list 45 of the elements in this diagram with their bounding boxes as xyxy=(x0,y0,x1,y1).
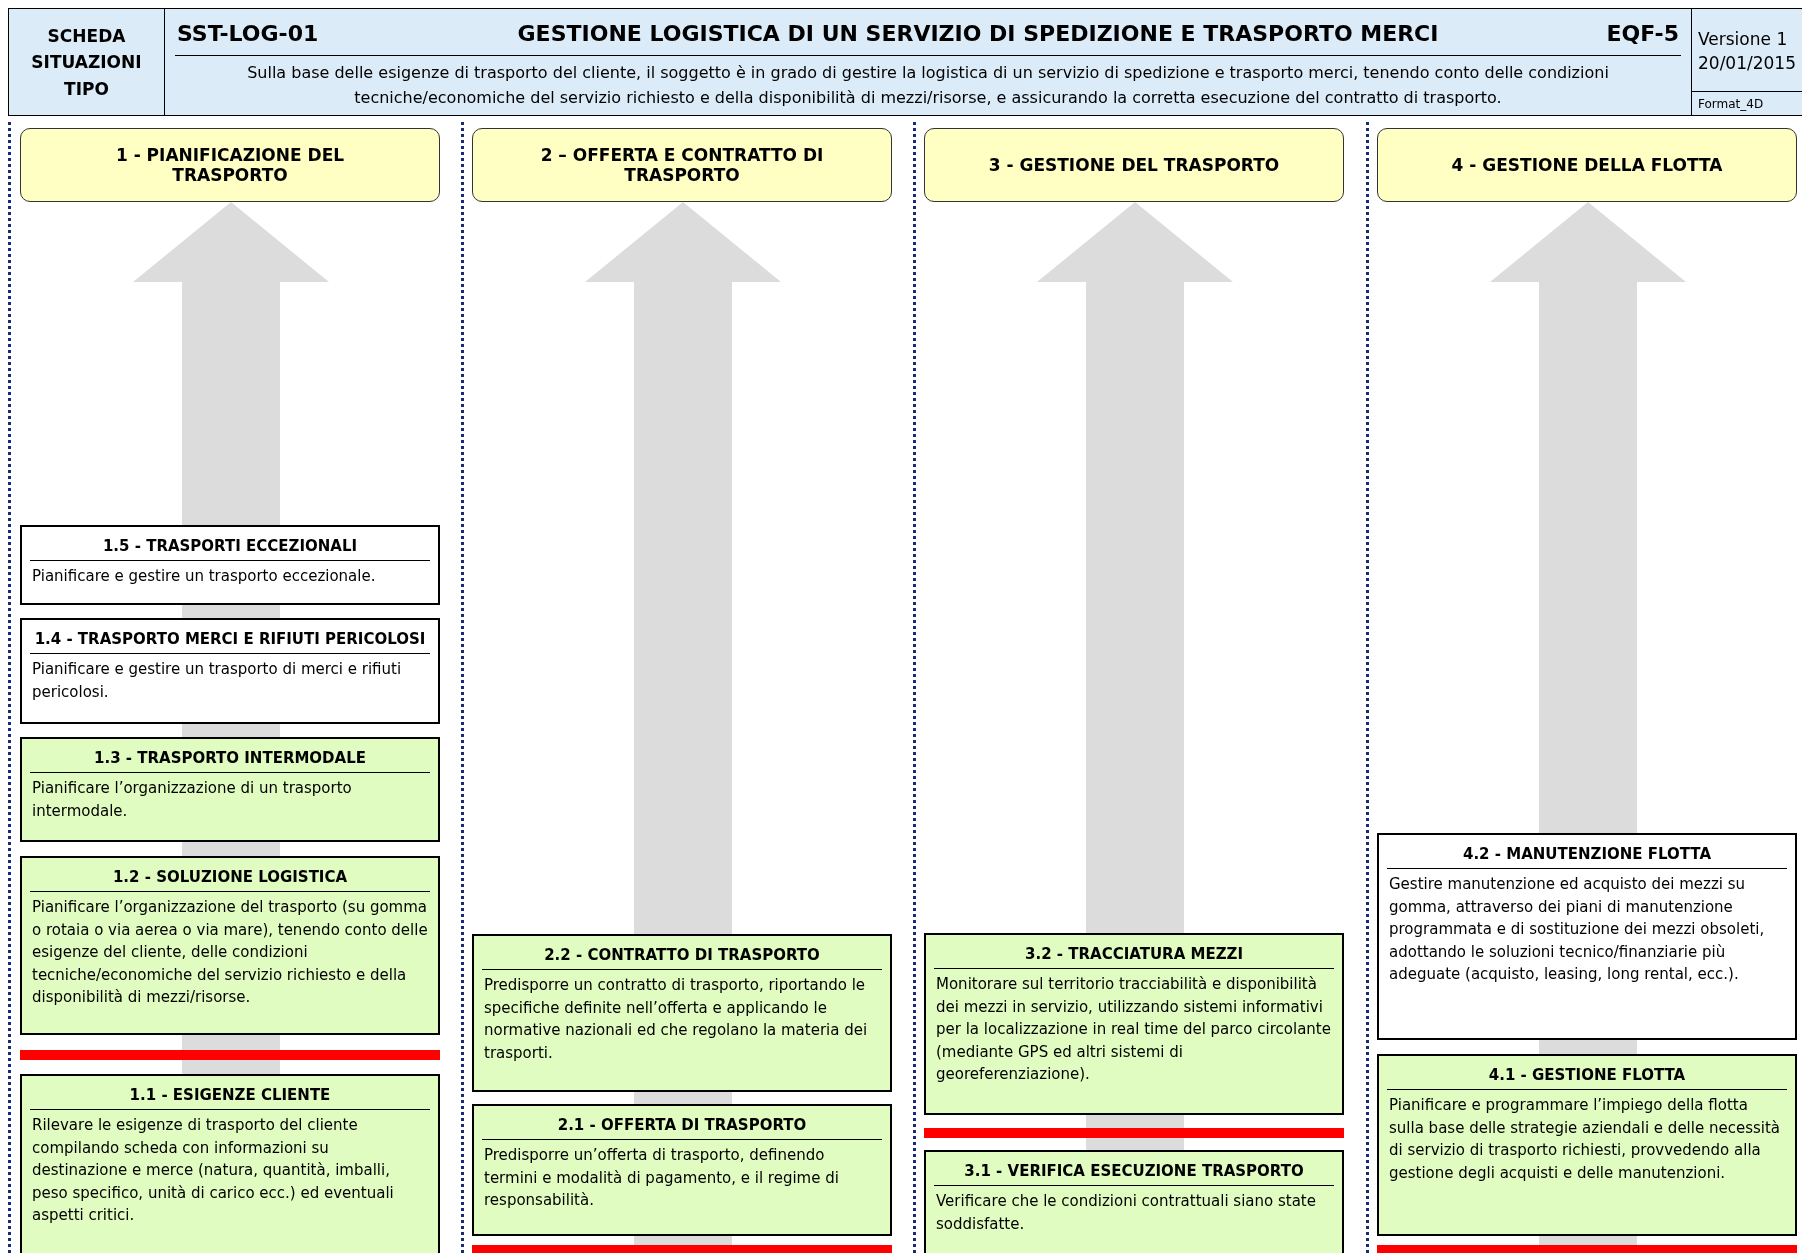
activity-card xyxy=(20,1074,440,1253)
activity-card xyxy=(472,934,892,1092)
card-heading: 1.1 - ESIGENZE CLIENTE xyxy=(30,1082,430,1110)
activity-card xyxy=(20,525,440,605)
card-text: Predisporre un’offerta di trasporto, definendo termini e modalità di pagamento, e il regime di responsabilità. xyxy=(483,1145,840,1211)
title: GESTIONE LOGISTICA DI UN SERVIZIO DI SPEDIZIONE E TRASPORTO MERCI xyxy=(516,21,1440,46)
sheet-type-label: SCHEDA SITUAZIONI TIPO xyxy=(30,25,143,101)
card-text: Pianificare e programmare l’impiego della flotta sulla base delle strategie aziendali e delle necessità di servizio di trasporto richiesti, provvedendo alla gestione degli acquisti e delle manutenzioni. xyxy=(1388,1095,1782,1184)
activity-card xyxy=(20,618,440,724)
card-text: Verificare che le condizioni contrattuali siano state soddisfatte. xyxy=(935,1191,1317,1235)
card-text: Rilevare le esigenze di trasporto del cliente compilando scheda con informazioni su destinazione e merce (natura, quantità, imballi, peso specifico, unità di carico ecc.) ed eventuali aspetti critici. xyxy=(31,1115,395,1226)
activity-card xyxy=(924,933,1344,1115)
activity-card xyxy=(1377,833,1797,1040)
card-heading: 1.3 - TRASPORTO INTERMODALE xyxy=(30,745,430,773)
activity-card xyxy=(472,1104,892,1236)
phase-header: 3 - GESTIONE DEL TRASPORTO xyxy=(924,128,1344,202)
card-heading: 2.1 - OFFERTA DI TRASPORTO xyxy=(482,1112,882,1140)
card-heading: 1.5 - TRASPORTI ECCEZIONALI xyxy=(30,533,430,561)
format-label: Format_4D xyxy=(1698,97,1764,111)
card-text: Pianificare l’organizzazione di un trasporto intermodale. xyxy=(31,778,353,822)
phase-header: 4 - GESTIONE DELLA FLOTTA xyxy=(1377,128,1797,202)
activity-card xyxy=(1377,1054,1797,1236)
date-label: 20/01/2015 xyxy=(1698,53,1796,73)
sheet-code: SST-LOG-01 xyxy=(177,21,319,46)
card-text: Monitorare sul territorio tracciabilità e disponibilità dei mezzi in servizio, utilizzando sistemi informativi per la localizzazione in real time del parco circolante (mediante GPS ed altri sistemi di georeferenziazione). xyxy=(935,974,1332,1085)
card-text: Predisporre un contratto di trasporto, riportando le specifiche definite nell’offerta e applicando le normative nazionali ed che regolano la materia dei trasporti. xyxy=(483,975,869,1064)
version-label: Versione 1 xyxy=(1698,28,1788,51)
card-heading: 3.1 - VERIFICA ESECUZIONE TRASPORTO xyxy=(934,1158,1334,1186)
level-code: EQF-5 xyxy=(1606,21,1679,46)
card-heading: 4.1 - GESTIONE FLOTTA xyxy=(1387,1062,1787,1090)
card-heading: 4.2 - MANUTENZIONE FLOTTA xyxy=(1387,841,1787,869)
activity-card xyxy=(924,1150,1344,1253)
card-heading: 3.2 - TRACCIATURA MEZZI xyxy=(934,941,1334,969)
card-text: Gestire manutenzione ed acquisto dei mezzi su gomma, attraverso dei piani di manutenzione programmata e di sostituzione dei mezzi obsoleti, adottando le soluzioni tecnico/finanziarie più adeguate (acquisto, leasing, long rental, ecc.). xyxy=(1388,874,1766,985)
card-heading: 2.2 - CONTRATTO DI TRASPORTO xyxy=(482,942,882,970)
card-text: Pianificare e gestire un trasporto di merci e rifiuti pericolosi. xyxy=(31,659,403,703)
activity-card xyxy=(20,856,440,1035)
card-text: Pianificare l’organizzazione del trasporto (su gomma o rotaia o via aerea o via mare), tenendo conto delle esigenze del cliente, delle condizioni tecniche/economiche del servizio richiesto e della disponibilità di mezzi/risorse. xyxy=(31,897,429,1008)
phase-header: 2 – OFFERTA E CONTRATTO DI TRASPORTO xyxy=(472,128,892,202)
card-text: Pianificare e gestire un trasporto eccezionale. xyxy=(31,566,377,587)
description-text: Sulla base delle esigenze di trasporto del cliente, il soggetto è in grado di gestire la logistica di un servizio di spedizione e trasporto merci, tenendo conto delle condizioni tecniche/economiche del servizio richiesto e della disponibilità di mezzi/risorse, e assicurando la corretta esecuzione del contratto di trasporto. xyxy=(246,62,1610,109)
card-heading: 1.4 - TRASPORTO MERCI E RIFIUTI PERICOLOSI xyxy=(30,626,430,654)
activity-card xyxy=(20,737,440,842)
phase-header: 1 - PIANIFICAZIONE DEL TRASPORTO xyxy=(20,128,440,202)
card-heading: 1.2 - SOLUZIONE LOGISTICA xyxy=(30,864,430,892)
